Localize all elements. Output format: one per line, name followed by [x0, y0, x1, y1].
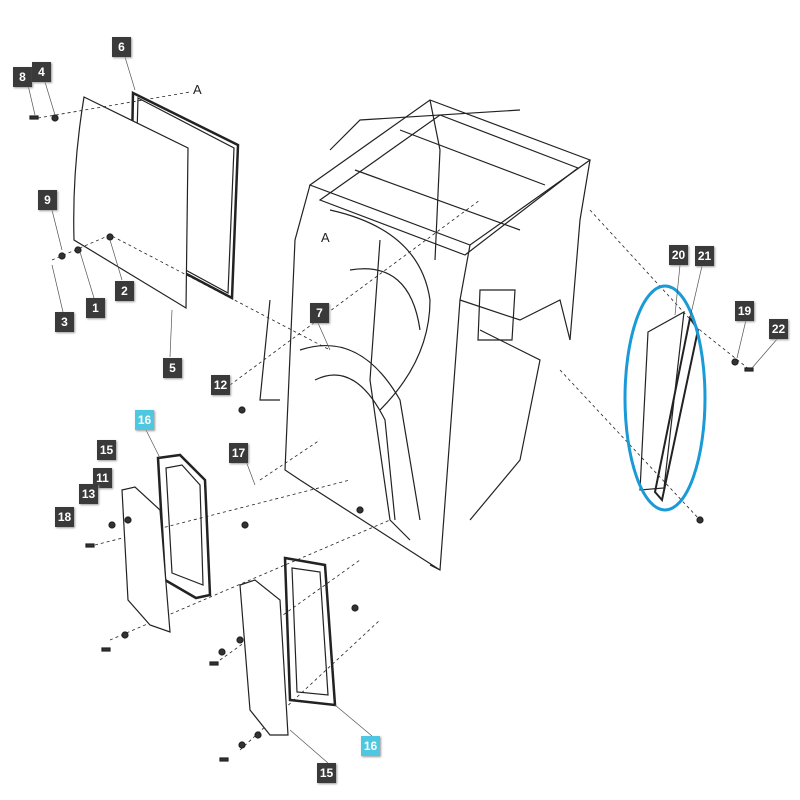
- callout-7[interactable]: 7: [310, 303, 329, 323]
- callout-18[interactable]: 18: [55, 507, 74, 527]
- callout-9[interactable]: 9: [38, 190, 57, 210]
- callout-3[interactable]: 3: [55, 312, 74, 332]
- callout-6[interactable]: 6: [112, 37, 131, 57]
- callout-8[interactable]: 8: [13, 67, 32, 87]
- callout-19[interactable]: 19: [735, 301, 754, 321]
- cab-frame: [259, 99, 592, 571]
- callout-5[interactable]: 5: [163, 358, 182, 378]
- callout-2[interactable]: 2: [115, 281, 134, 301]
- callout-15-lower[interactable]: 15: [317, 763, 336, 783]
- callout-16-lower[interactable]: 16: [361, 736, 380, 756]
- door-glass-upper: [121, 486, 171, 633]
- callout-1[interactable]: 1: [86, 298, 105, 318]
- callout-leaders: [27, 56, 779, 764]
- side-window-rear-right: [639, 310, 700, 503]
- callout-15-upper[interactable]: 15: [97, 440, 116, 460]
- callout-16-upper[interactable]: 16: [135, 410, 154, 430]
- callout-22[interactable]: 22: [769, 319, 788, 339]
- highlight-ring: [623, 284, 707, 512]
- callout-4[interactable]: 4: [32, 62, 51, 82]
- callout-17[interactable]: 17: [229, 443, 248, 463]
- door-glass-lower: [239, 579, 289, 736]
- callout-12[interactable]: 12: [211, 375, 230, 395]
- callout-11[interactable]: 11: [93, 468, 112, 488]
- door-window-seal-lower: [283, 556, 337, 707]
- callout-21[interactable]: 21: [695, 246, 714, 266]
- reference-letter-a-top: A: [193, 82, 202, 97]
- reference-letter-a-frame: A: [321, 230, 330, 245]
- callout-20[interactable]: 20: [669, 245, 688, 265]
- callout-13[interactable]: 13: [79, 484, 98, 504]
- rear-window-glass: [73, 96, 189, 310]
